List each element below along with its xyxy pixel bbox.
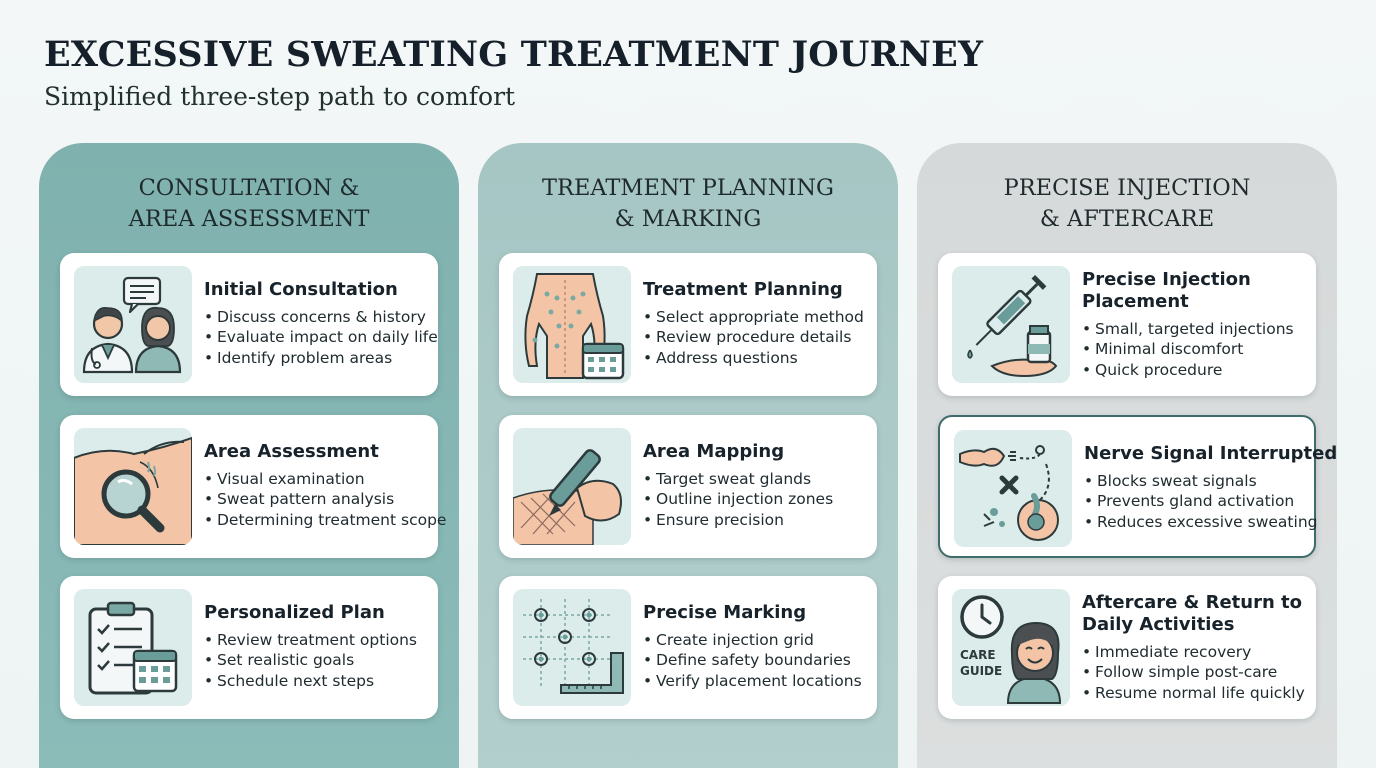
syringe-vial-icon (952, 266, 1070, 383)
bullet-list: Immediate recovery Follow simple post-ca… (1082, 642, 1310, 703)
bullet-item: Schedule next steps (204, 671, 432, 692)
card-aftercare: CARE GUIDE Aftercare & Return to Daily A… (938, 576, 1316, 719)
bullet-list: Create injection grid Define safety boun… (643, 630, 871, 691)
page-title: EXCESSIVE SWEATING TREATMENT JOURNEY (44, 34, 984, 75)
card-title: Area Assessment (204, 441, 379, 462)
bullet-item: Visual examination (204, 469, 432, 490)
bullet-item: Blocks sweat signals (1084, 471, 1308, 492)
bullet-item: Review treatment options (204, 630, 432, 651)
card-precise-injection: Precise Injection Placement Small, targe… (938, 253, 1316, 396)
card-title: Initial Consultation (204, 279, 398, 300)
card-personalized-plan: Personalized Plan Review treatment optio… (60, 576, 438, 719)
bullet-list: Visual examination Sweat pattern analysi… (204, 469, 446, 531)
step-column-injection: PRECISE INJECTION & AFTERCARE (917, 143, 1337, 768)
bullet-item: Evaluate impact on daily life (204, 327, 438, 348)
care-guide-label: CARE (960, 648, 996, 662)
column-heading: CONSULTATION & AREA ASSESSMENT (128, 175, 370, 232)
bullet-item: Set realistic goals (204, 650, 432, 671)
care-guide-label: GUIDE (960, 664, 1002, 678)
magnifier-underarm-icon (74, 428, 192, 545)
bullet-item: Create injection grid (643, 630, 871, 651)
card-precise-marking: Precise Marking Create injection grid De… (499, 576, 877, 719)
bullet-item: Immediate recovery (1082, 642, 1310, 663)
nerve-signal-icon (954, 430, 1072, 547)
bullet-item: Define safety boundaries (643, 650, 871, 671)
bullet-item: Identify problem areas (204, 348, 432, 369)
marker-pen-icon (513, 428, 631, 545)
card-title: Personalized Plan (204, 602, 385, 623)
bullet-item: Determining treatment scope (204, 510, 446, 531)
bullet-item: Quick procedure (1082, 360, 1310, 381)
card-treatment-planning: Treatment Planning Select appropriate me… (499, 253, 877, 396)
bullet-list: Blocks sweat signals Prevents gland acti… (1084, 471, 1317, 533)
doctor-patient-icon (74, 266, 192, 383)
bullet-item: Address questions (643, 348, 871, 369)
card-title: Treatment Planning (643, 279, 843, 300)
bullet-list: Select appropriate method Review procedu… (643, 307, 871, 368)
bullet-item: Target sweat glands (643, 469, 871, 490)
bullet-item: Select appropriate method (643, 307, 871, 328)
target-grid-icon (513, 589, 631, 706)
card-title: Precise Injection Placement (1082, 269, 1251, 312)
column-heading: PRECISE INJECTION & AFTERCARE (1003, 175, 1251, 232)
step-column-planning: TREATMENT PLANNING & MARKING (478, 143, 898, 768)
bullet-item: Discuss concerns & history (204, 307, 432, 328)
card-initial-consultation: Initial Consultation Discuss concerns & … (60, 253, 438, 396)
card-nerve-signal: Nerve Signal Interrupted Blocks sweat si… (938, 415, 1338, 558)
card-area-mapping: Area Mapping Target sweat glands Outline… (499, 415, 877, 558)
column-heading: TREATMENT PLANNING & MARKING (542, 175, 834, 232)
step-column-consultation: CONSULTATION & AREA ASSESSMENT (39, 143, 459, 768)
bullet-item: Review procedure details (643, 327, 871, 348)
bullet-item: Sweat pattern analysis (204, 489, 432, 510)
card-title: Nerve Signal Interrupted (1084, 443, 1338, 464)
card-title: Precise Marking (643, 602, 807, 623)
bullet-item: Ensure precision (643, 510, 871, 531)
card-title: Aftercare & Return to Daily Activities (1082, 592, 1302, 635)
bullet-item: Prevents gland activation (1084, 491, 1308, 512)
bullet-item: Small, targeted injections (1082, 319, 1310, 340)
page-subtitle: Simplified three-step path to comfort (44, 82, 516, 111)
card-area-assessment: Area Assessment Visual examination Sweat… (60, 415, 446, 558)
bullet-item: Reduces excessive sweating (1084, 512, 1317, 533)
clock-care-guide-icon: CARE GUIDE (952, 589, 1070, 706)
bullet-item: Follow simple post-care (1082, 662, 1310, 683)
bullet-list: Target sweat glands Outline injection zo… (643, 469, 871, 530)
card-title: Area Mapping (643, 441, 785, 462)
bullet-list: Small, targeted injections Minimal disco… (1082, 319, 1310, 380)
bullet-item: Verify placement locations (643, 671, 871, 692)
bullet-item: Outline injection zones (643, 489, 871, 510)
clipboard-calendar-icon (74, 589, 192, 706)
bullet-item: Minimal discomfort (1082, 339, 1310, 360)
bullet-list: Discuss concerns & history Evaluate impa… (204, 307, 438, 369)
bullet-list: Review treatment options Set realistic g… (204, 630, 432, 691)
bullet-item: Resume normal life quickly (1082, 683, 1310, 704)
body-map-calendar-icon (513, 266, 631, 383)
